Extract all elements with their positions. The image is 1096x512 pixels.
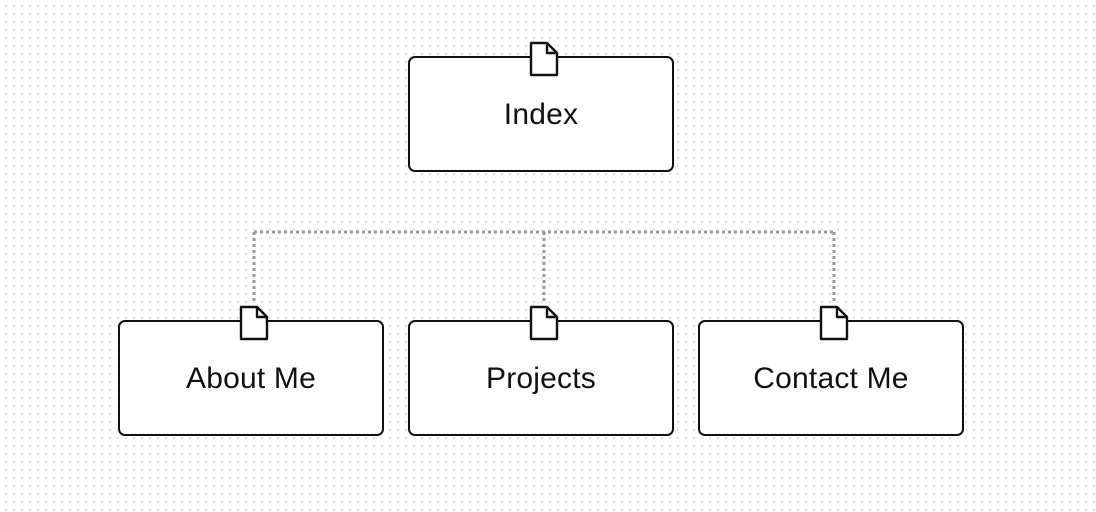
page-icon [239, 305, 269, 341]
node-projects[interactable]: Projects [408, 305, 674, 436]
node-label: About Me [185, 362, 316, 395]
node-label: Projects [486, 362, 596, 395]
page-icon [529, 305, 559, 341]
node-label: Contact Me [753, 362, 909, 395]
node-contact-me[interactable]: Contact Me [698, 305, 964, 436]
node-index[interactable]: Index [408, 41, 674, 172]
page-icon [529, 41, 559, 77]
page-icon [819, 305, 849, 341]
node-about-me[interactable]: About Me [118, 305, 384, 436]
node-label: Index [503, 98, 579, 131]
